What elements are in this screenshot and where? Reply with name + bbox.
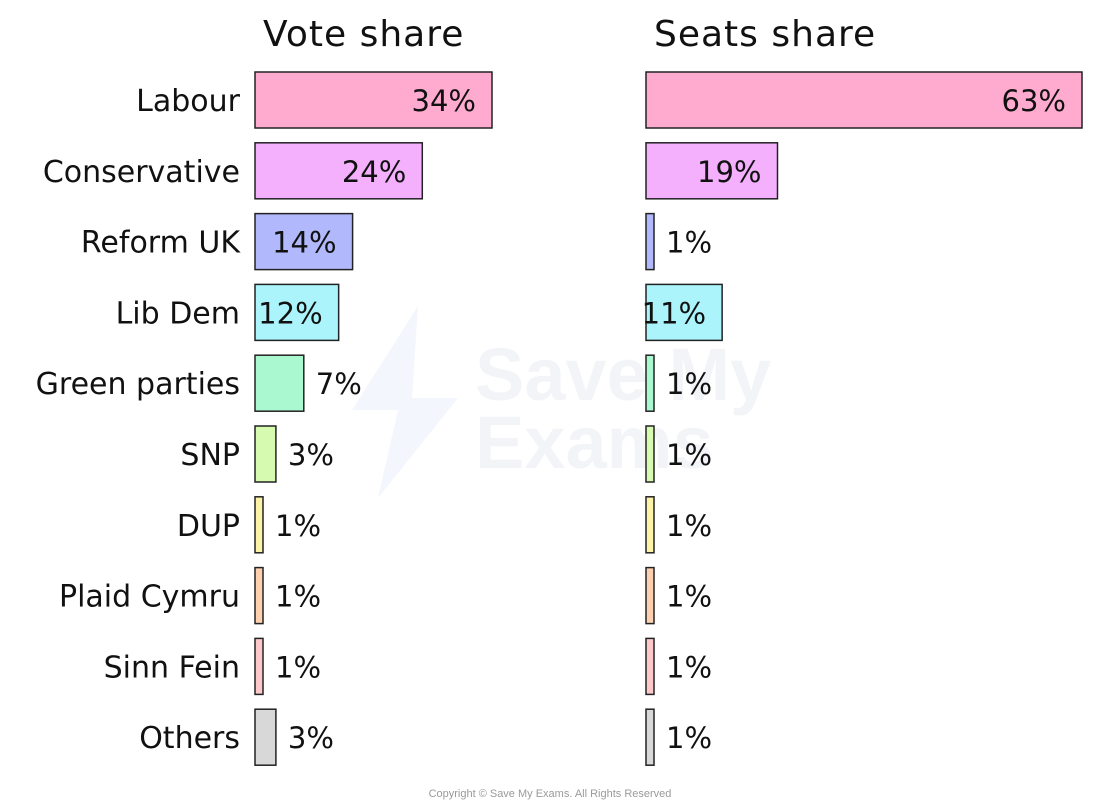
value-label-0-3: 12% — [258, 296, 322, 330]
category-label-0: Labour — [136, 84, 241, 119]
bar-0-0 — [254, 71, 493, 129]
value-label-1-4: 1% — [666, 367, 712, 401]
bar-0-4 — [254, 354, 305, 412]
category-label-8: Sinn Fein — [104, 650, 240, 685]
value-label-1-6: 1% — [666, 509, 712, 543]
panel-title-0: Vote share — [263, 14, 464, 55]
bar-0-1 — [254, 142, 424, 200]
category-label-4: Green parties — [36, 367, 240, 402]
bar-1-6 — [645, 496, 655, 554]
category-label-3: Lib Dem — [116, 296, 240, 331]
value-label-0-8: 1% — [275, 650, 321, 684]
bar-1-8 — [645, 637, 655, 696]
panel-0: Vote share 34% 24% 14% 12% 7% 3% 1% 1% 1% 3% — [254, 14, 493, 766]
category-label-2: Reform UK — [81, 226, 241, 261]
value-label-1-1: 19% — [697, 155, 761, 189]
category-label-1: Conservative — [43, 155, 240, 190]
bar-0-9 — [254, 708, 277, 766]
bar-1-2 — [645, 212, 655, 271]
category-label-5: SNP — [180, 438, 240, 473]
bar-1-5 — [645, 425, 655, 483]
bar-0-6 — [254, 496, 264, 554]
watermark-line-2: Exams — [475, 401, 714, 484]
value-label-1-8: 1% — [666, 650, 712, 684]
bar-0-7 — [254, 566, 264, 625]
value-label-0-5: 3% — [288, 438, 334, 472]
bar-1-4 — [645, 354, 655, 412]
value-label-1-5: 1% — [666, 438, 712, 472]
value-label-0-2: 14% — [272, 226, 336, 260]
panel-1: Seats share 63% 19% 1% 11% 1% 1% 1% 1% 1% 1% — [642, 14, 1083, 766]
value-label-0-0: 34% — [412, 84, 476, 118]
bar-0-2 — [254, 212, 354, 271]
value-label-1-7: 1% — [666, 580, 712, 614]
value-label-0-9: 3% — [288, 721, 334, 755]
watermark: Save My Exams — [352, 306, 771, 498]
value-label-1-0: 63% — [1002, 84, 1066, 118]
bar-0-5 — [254, 425, 277, 483]
value-label-0-1: 24% — [342, 155, 406, 189]
bar-1-1 — [645, 142, 779, 200]
panel-title-1: Seats share — [654, 14, 876, 55]
bolt-logo-icon — [352, 306, 458, 498]
bar-1-9 — [645, 708, 655, 766]
category-label-7: Plaid Cymru — [59, 580, 240, 615]
value-label-0-4: 7% — [316, 367, 362, 401]
value-label-1-3: 11% — [642, 296, 706, 330]
copyright-text: Copyright © Save My Exams. All Rights Re… — [429, 788, 672, 800]
bar-1-3 — [645, 283, 723, 342]
bar-0-8 — [254, 637, 264, 696]
value-label-0-6: 1% — [275, 509, 321, 543]
bar-1-7 — [645, 566, 655, 625]
value-label-1-2: 1% — [666, 226, 712, 260]
value-label-0-7: 1% — [275, 580, 321, 614]
category-label-9: Others — [139, 721, 240, 756]
value-label-1-9: 1% — [666, 721, 712, 755]
category-label-6: DUP — [177, 509, 240, 544]
watermark-line-1: Save My — [475, 333, 771, 416]
bar-0-3 — [254, 283, 340, 342]
bar-1-0 — [645, 71, 1083, 129]
